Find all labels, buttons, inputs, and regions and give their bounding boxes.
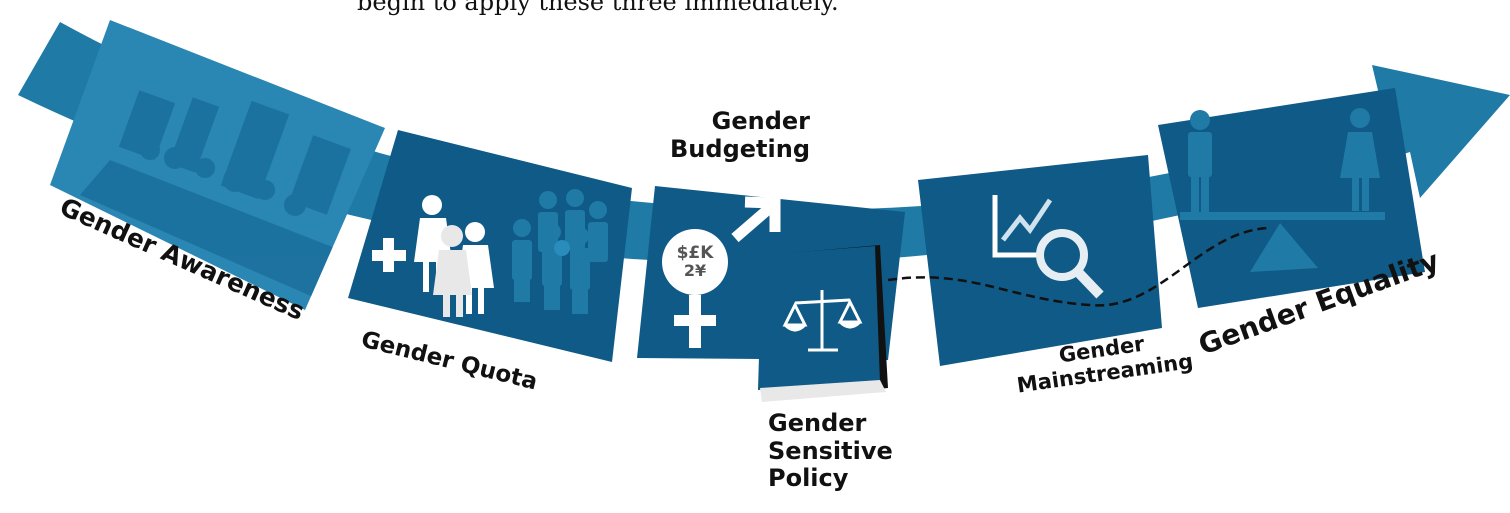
panel-policy xyxy=(758,245,888,402)
chart-magnifier-icon xyxy=(992,195,1104,299)
crowd-icon xyxy=(512,189,608,314)
money-icon xyxy=(662,229,728,295)
money-symbols-text-2: 2¥ xyxy=(684,261,706,280)
caption-text: begin to apply these three immediately. xyxy=(357,0,839,16)
man-icon xyxy=(1188,110,1212,212)
panel-equality xyxy=(1158,88,1425,308)
progress-dashed-line xyxy=(887,226,1271,307)
label-budgeting: Gender Budgeting xyxy=(670,107,810,163)
scales-of-justice-icon xyxy=(782,290,863,352)
label-policy: Gender Sensitive Policy xyxy=(768,409,893,493)
protest-crowd-icon xyxy=(80,90,351,300)
women-group-icon xyxy=(414,195,494,317)
plus-icon xyxy=(372,238,406,272)
balance-scale-icon xyxy=(1180,212,1385,272)
woman-icon xyxy=(1340,108,1380,211)
female-symbol-icon xyxy=(674,295,716,348)
male-symbol-icon xyxy=(731,196,781,243)
money-symbols-text: $£K xyxy=(677,243,715,263)
panel-mainstreaming xyxy=(918,155,1162,366)
panel-awareness xyxy=(50,20,385,310)
panel-quota xyxy=(348,130,632,362)
